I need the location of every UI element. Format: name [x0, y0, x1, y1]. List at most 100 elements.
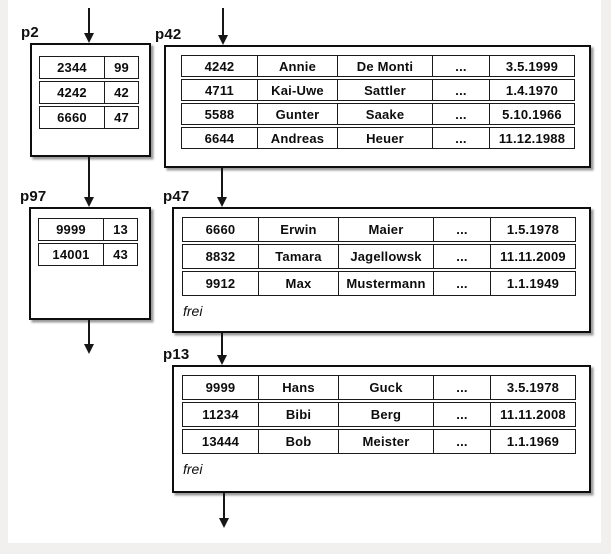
table-cell: 14001: [52, 247, 90, 262]
table-cell: 9999: [205, 380, 236, 395]
incoming-arrow-p2: [83, 8, 95, 43]
page-box-p97: 9999 13 14001 43: [29, 207, 151, 320]
table-cell: Gunter: [257, 104, 337, 124]
free-space-label-p13: frei: [183, 461, 203, 477]
page-label-p2: p2: [21, 24, 39, 41]
table-cell: 4242: [204, 58, 235, 74]
table-cell: ...: [433, 245, 490, 268]
incoming-arrow-p42: [217, 8, 229, 45]
arrow-shaft: [222, 8, 224, 37]
table-cell: ...: [432, 128, 489, 148]
table-cell: 3.5.1999: [489, 56, 574, 76]
arrow-shaft: [88, 8, 90, 35]
table-cell: 5588: [204, 106, 235, 122]
page-label-p97: p97: [20, 188, 47, 205]
table-cell: ...: [433, 218, 490, 241]
pointer-arrow-p2-to-p97: [83, 157, 95, 207]
table-cell: Annie: [257, 56, 337, 76]
table-cell: Mustermann: [338, 272, 433, 295]
table-cell: De Monti: [337, 56, 432, 76]
table-cell: Andreas: [257, 128, 337, 148]
table-cell: Sattler: [337, 80, 432, 100]
arrow-head-icon: [84, 197, 94, 207]
arrow-head-icon: [217, 197, 227, 207]
table-cell: 99: [104, 57, 138, 78]
table-cell: ...: [432, 80, 489, 100]
table-cell: Maier: [338, 218, 433, 241]
table-cell: 11234: [202, 407, 239, 422]
table-cell: ...: [432, 56, 489, 76]
table-row: 9999 13: [38, 218, 138, 241]
table-cell: 13444: [201, 434, 240, 449]
table-cell: 3.5.1978: [490, 376, 575, 399]
table-cell: 13: [103, 219, 137, 240]
table-cell: Saake: [337, 104, 432, 124]
table-cell: Tamara: [258, 245, 338, 268]
table-row: 2344 99: [39, 56, 139, 79]
table-cell: 1.1.1969: [490, 430, 575, 453]
table-cell: ...: [433, 272, 490, 295]
table-cell: 6660: [205, 222, 236, 237]
page-label-p42: p42: [155, 26, 182, 43]
table-cell: Erwin: [258, 218, 338, 241]
table-cell: Berg: [338, 403, 433, 426]
table-cell: 2344: [57, 60, 87, 75]
arrow-shaft: [221, 168, 223, 199]
table-cell: 47: [104, 107, 138, 128]
table-cell: Meister: [338, 430, 433, 453]
table-cell: 1.5.1978: [490, 218, 575, 241]
arrow-head-icon: [219, 518, 229, 528]
page-label-p13: p13: [163, 346, 190, 363]
page-label-p47: p47: [163, 188, 190, 205]
table-cell: Heuer: [337, 128, 432, 148]
arrow-head-icon: [218, 35, 228, 45]
outgoing-arrow-p97: [83, 320, 95, 354]
table-cell: 8832: [205, 249, 236, 264]
directory-table-p97: 9999 13 14001 43: [38, 218, 138, 266]
table-cell: 11.12.1988: [489, 128, 574, 148]
outgoing-arrow-p13: [218, 493, 230, 528]
table-cell: 4242: [57, 85, 87, 100]
arrow-head-icon: [84, 33, 94, 43]
table-cell: 9912: [205, 276, 236, 291]
table-cell: Kai-Uwe: [257, 80, 337, 100]
pointer-arrow-p47-to-p13: [216, 333, 228, 365]
table-cell: Hans: [258, 376, 338, 399]
arrow-shaft: [223, 493, 225, 520]
pointer-arrow-p42-to-p47: [216, 168, 228, 207]
table-cell: 42: [104, 82, 138, 103]
table-cell: 43: [103, 244, 137, 265]
arrow-shaft: [221, 333, 223, 357]
table-cell: Bibi: [258, 403, 338, 426]
table-cell: Max: [258, 272, 338, 295]
arrow-head-icon: [217, 355, 227, 365]
table-cell: 9999: [56, 222, 86, 237]
table-cell: 5.10.1966: [489, 104, 574, 124]
node-p97: p97 9999 13 14001 43: [20, 188, 151, 320]
table-row: 14001 43: [38, 243, 138, 266]
table-cell: 4711: [204, 82, 234, 98]
table-cell: 11.11.2009: [490, 245, 575, 268]
table-cell: ...: [433, 376, 490, 399]
table-cell: ...: [433, 430, 490, 453]
